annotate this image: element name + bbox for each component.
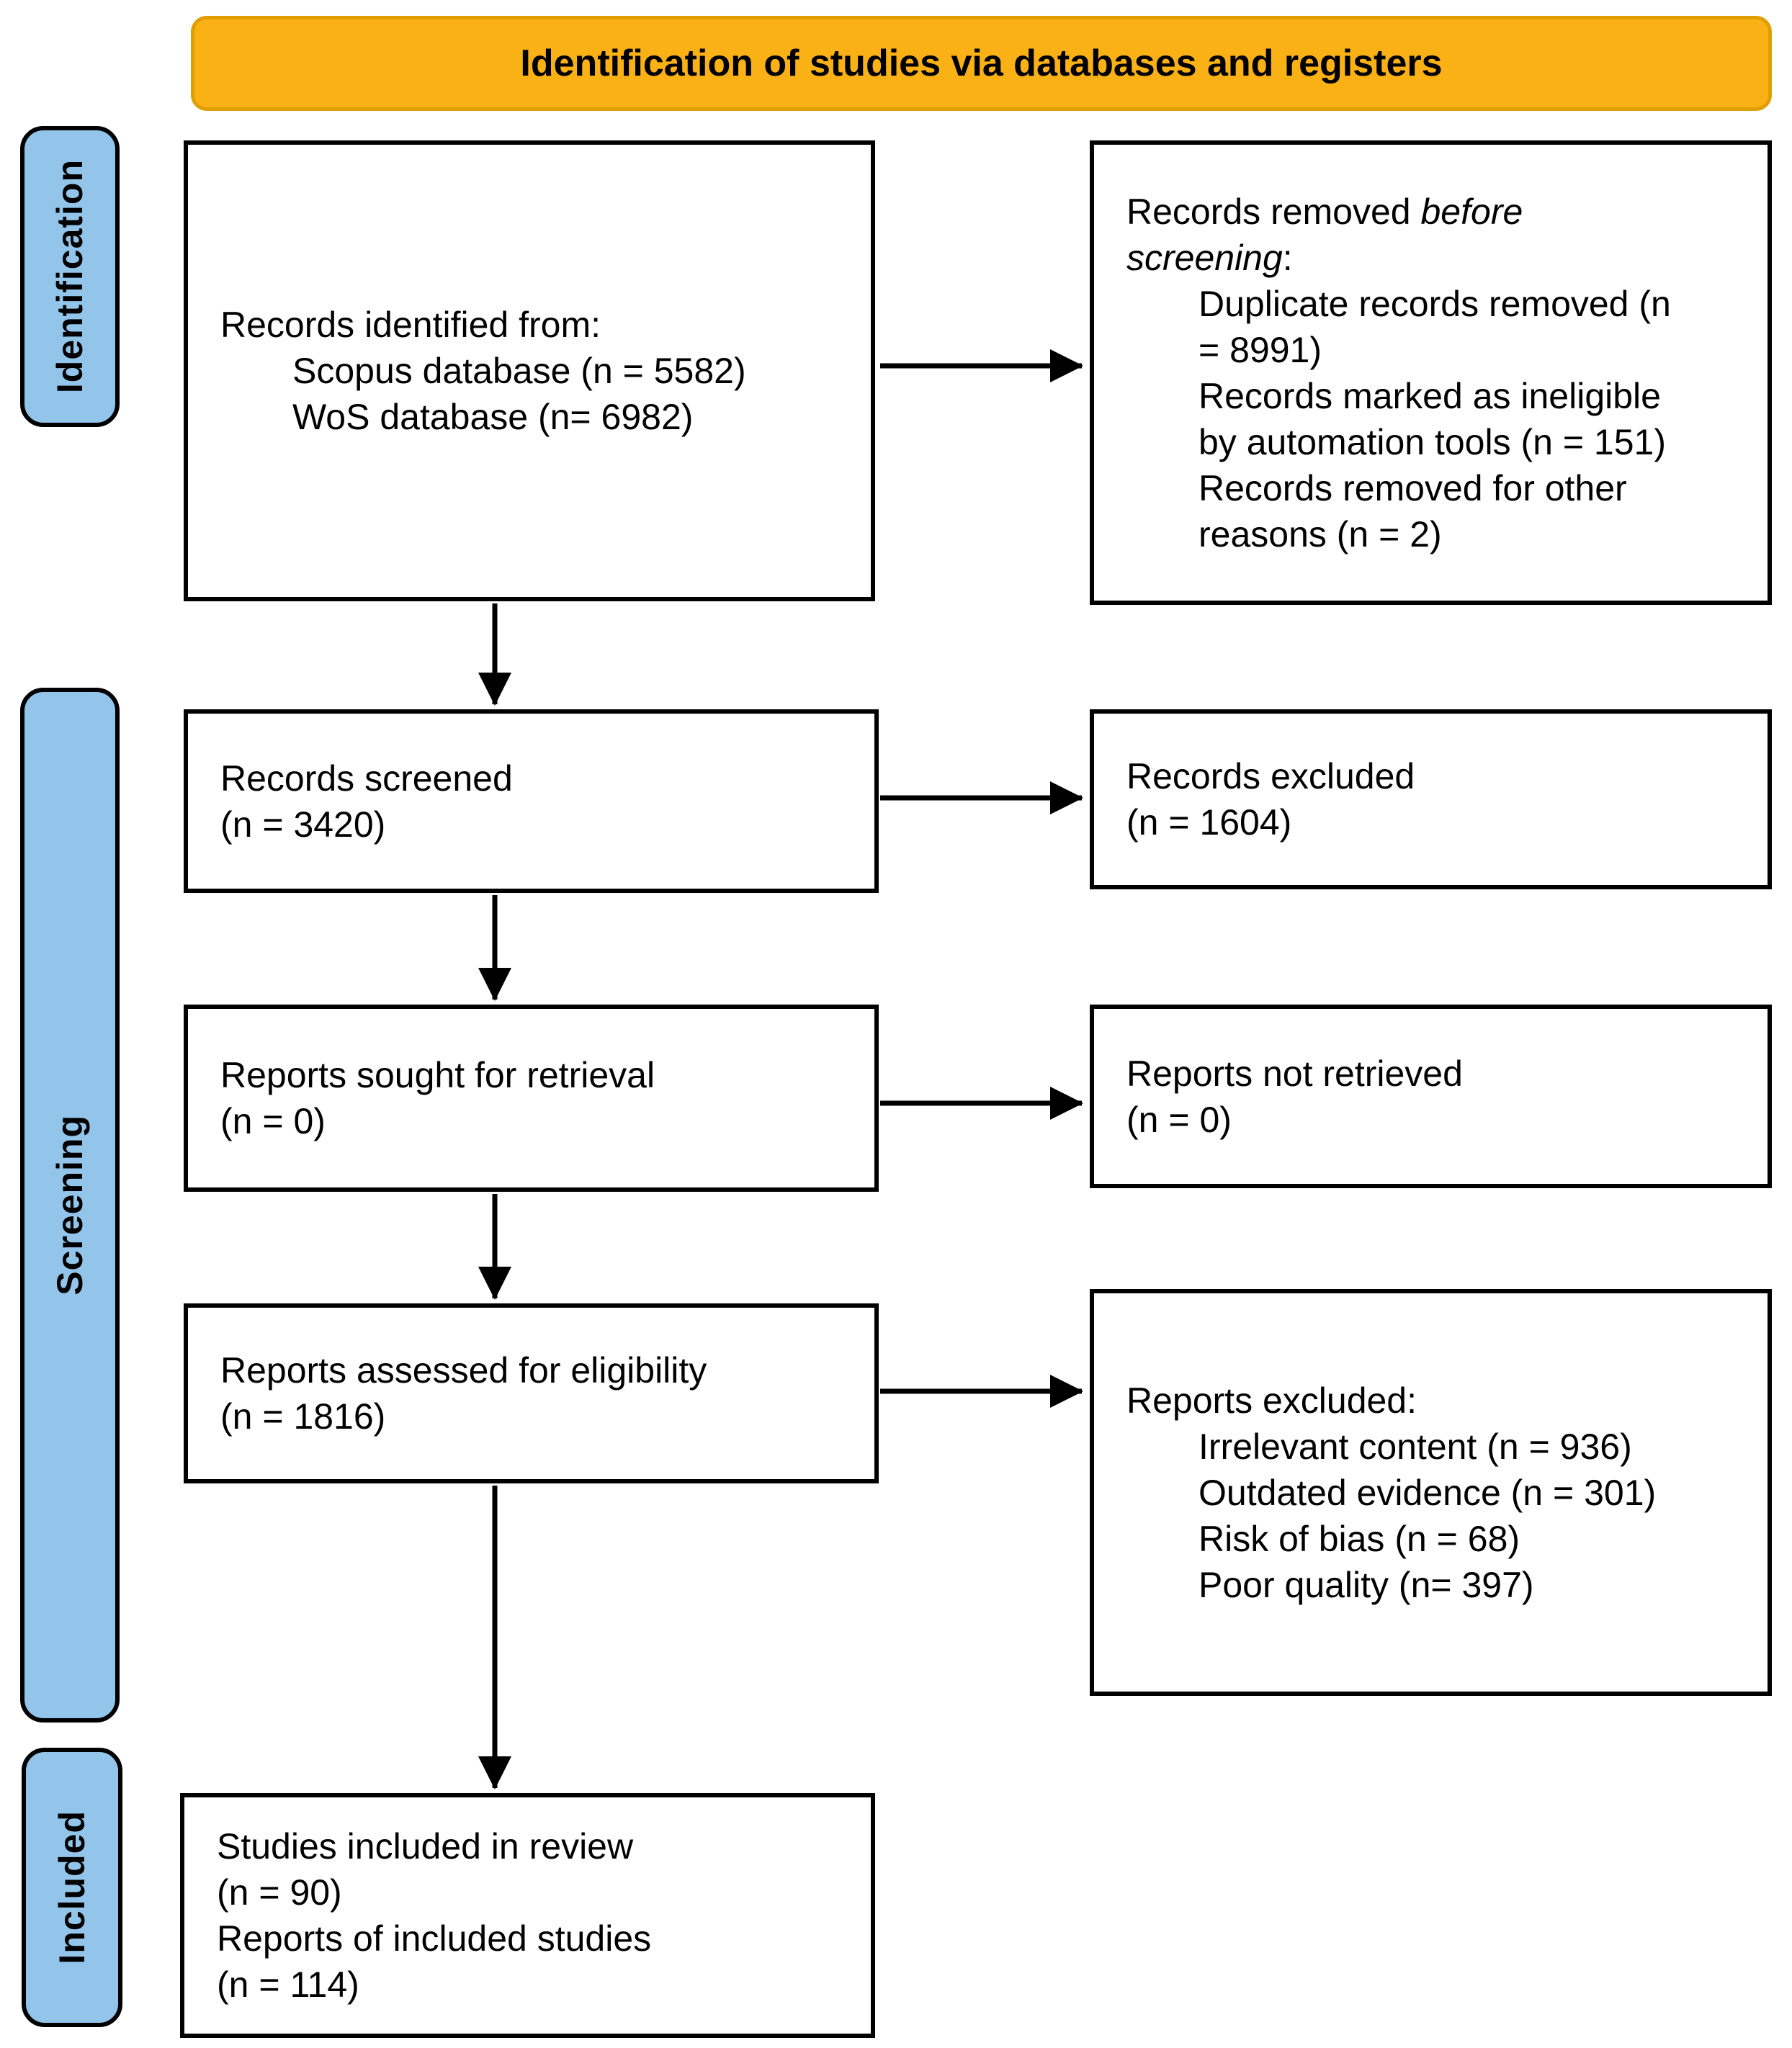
box-count: (n = 0) xyxy=(220,1101,326,1141)
box-count: (n = 90) xyxy=(217,1872,342,1913)
list-item: WoS database (n= 6982) xyxy=(292,397,694,437)
box-text: Reports of included studies xyxy=(217,1918,652,1959)
stage-included-label: Included xyxy=(52,1810,92,1964)
list-item: Records removed for other reasons (n = 2… xyxy=(1199,467,1627,554)
box-count: (n = 0) xyxy=(1126,1099,1232,1140)
box-title-line1: Records removed before xyxy=(1126,191,1523,232)
box-text: Records excluded xyxy=(1126,756,1415,796)
banner-title: Identification of studies via databases … xyxy=(520,42,1443,84)
box-count: (n = 1604) xyxy=(1126,802,1292,843)
box-records-identified: Records identified from: Scopus database… xyxy=(184,140,875,601)
box-reports-sought: Reports sought for retrieval (n = 0) xyxy=(184,1005,879,1192)
stage-screening-label: Screening xyxy=(50,1115,90,1295)
box-reports-assessed: Reports assessed for eligibility (n = 18… xyxy=(184,1303,879,1483)
list-item: Poor quality (n= 397) xyxy=(1199,1564,1534,1605)
list-item: Outdated evidence (n = 301) xyxy=(1199,1472,1657,1513)
box-records-removed: Records removed before screening: Duplic… xyxy=(1090,140,1772,605)
box-reports-not-retrieved: Reports not retrieved (n = 0) xyxy=(1090,1005,1772,1188)
stage-identification-label: Identification xyxy=(50,159,90,394)
stage-screening: Screening xyxy=(20,688,120,1723)
stage-included: Included xyxy=(22,1748,122,2027)
list-item: Records marked as ineligible by automati… xyxy=(1199,375,1666,462)
box-text: Studies included in review xyxy=(217,1826,634,1867)
box-records-excluded: Records excluded (n = 1604) xyxy=(1090,709,1772,889)
box-count: (n = 1816) xyxy=(220,1396,386,1437)
box-text: Reports sought for retrieval xyxy=(220,1055,655,1095)
box-title: Reports excluded: xyxy=(1126,1380,1417,1421)
box-reports-excluded: Reports excluded: Irrelevant content (n … xyxy=(1090,1289,1772,1696)
list-item: Risk of bias (n = 68) xyxy=(1199,1518,1520,1559)
box-title-line2: screening: xyxy=(1126,237,1293,278)
banner: Identification of studies via databases … xyxy=(191,16,1772,111)
box-title: Records identified from: xyxy=(220,305,601,345)
box-count: (n = 3420) xyxy=(220,804,386,845)
list-item: Duplicate records removed (n = 8991) xyxy=(1199,283,1671,370)
box-count: (n = 114) xyxy=(217,1964,359,2005)
box-records-screened: Records screened (n = 3420) xyxy=(184,709,879,893)
box-text: Records screened xyxy=(220,758,513,799)
box-text: Reports not retrieved xyxy=(1126,1053,1463,1094)
list-item: Irrelevant content (n = 936) xyxy=(1199,1426,1632,1467)
box-text: Reports assessed for eligibility xyxy=(220,1350,707,1391)
list-item: Scopus database (n = 5582) xyxy=(292,351,746,391)
box-studies-included: Studies included in review (n = 90) Repo… xyxy=(180,1793,875,2038)
stage-identification: Identification xyxy=(20,126,120,427)
